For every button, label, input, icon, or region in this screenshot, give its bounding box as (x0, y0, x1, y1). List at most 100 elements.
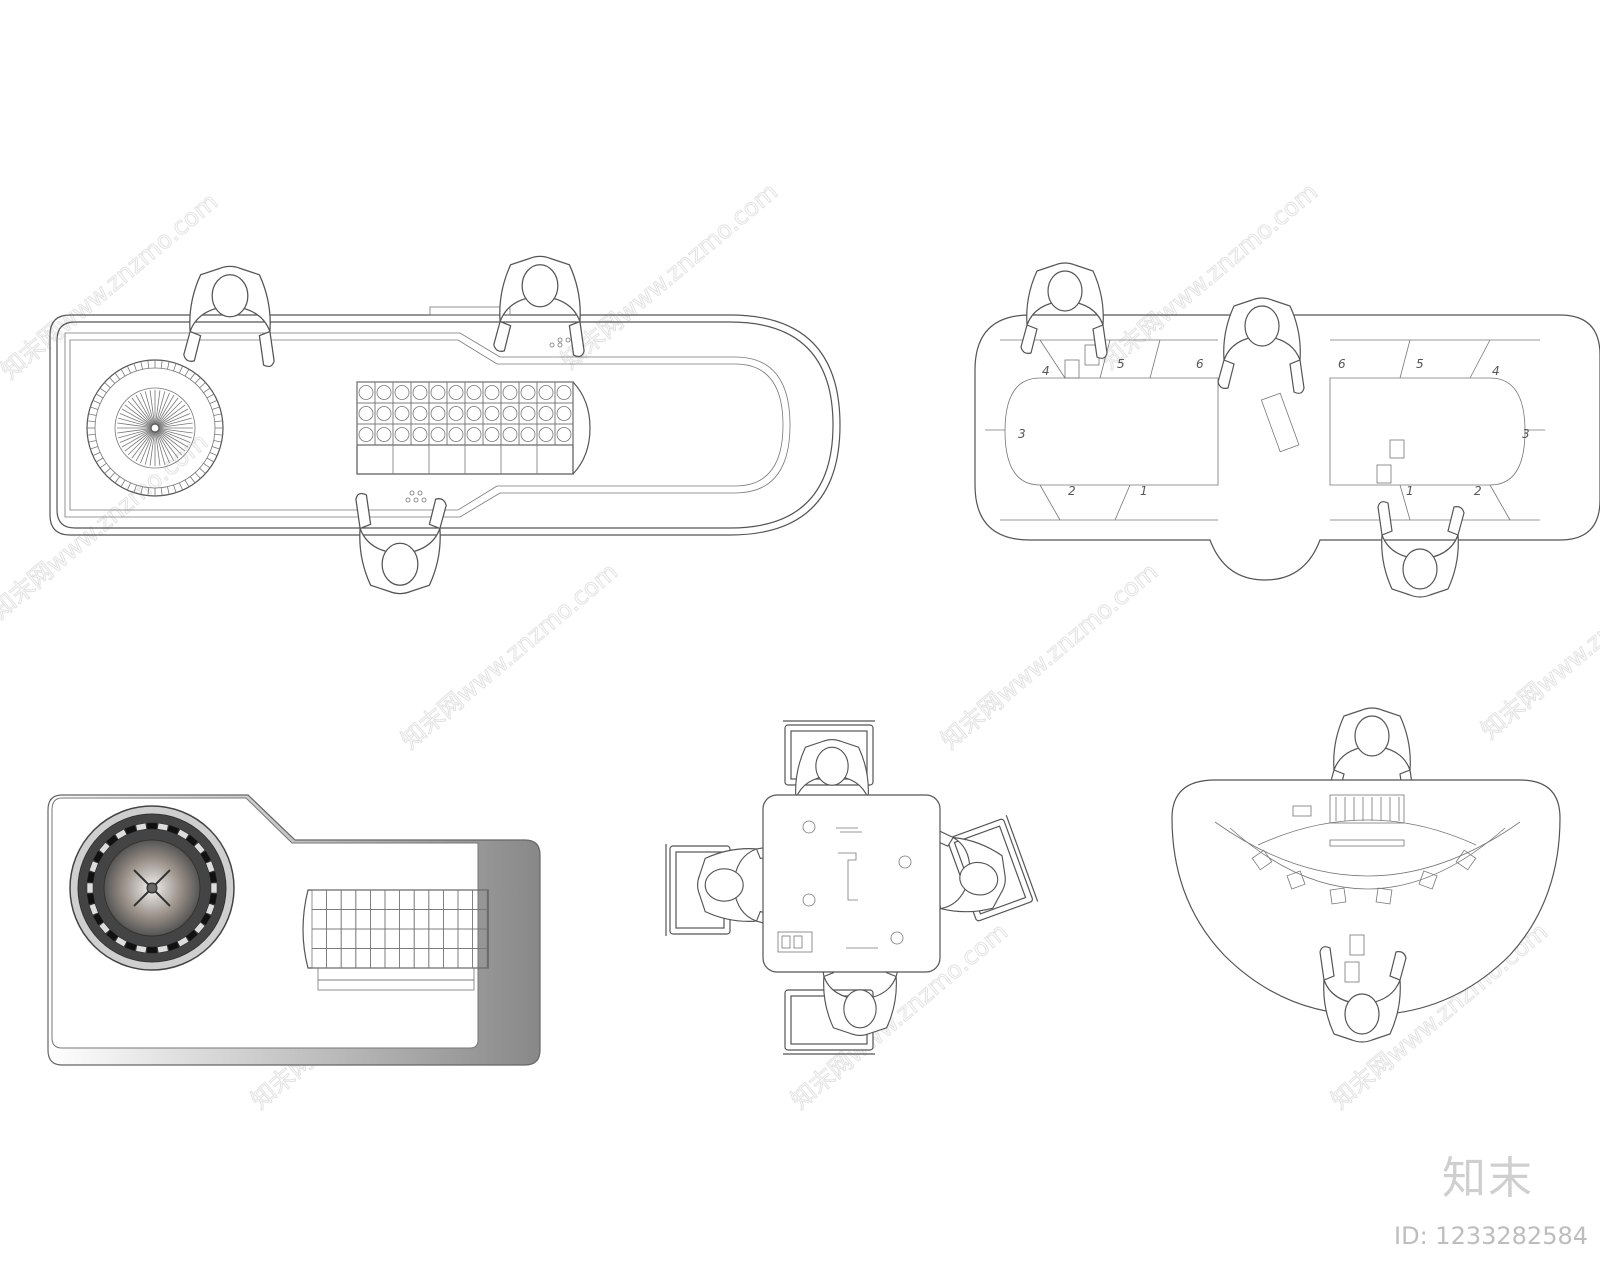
bet-spot (448, 427, 464, 442)
wheel-pocket (124, 824, 137, 835)
seat-number: 6 (1196, 357, 1204, 371)
wheel-pocket (86, 871, 96, 883)
wheel-tick (90, 406, 99, 410)
wheel-pocket (86, 893, 96, 905)
wheel-tick (104, 382, 111, 389)
seat-number: 5 (1416, 357, 1424, 371)
wheel-pocket (176, 936, 190, 948)
wheel-tick (189, 372, 196, 380)
wheel-spoke (127, 427, 156, 456)
shaded-roulette-table (47, 794, 541, 1066)
wheel-pocket (208, 893, 218, 905)
watermark-text: 知末网www.znzmo.com (396, 558, 623, 755)
wheel-spoke (154, 427, 170, 464)
wheel-spoke (154, 427, 186, 452)
seat-number: 6 (1338, 357, 1346, 371)
roulette-wheel (86, 359, 224, 497)
table-items (777, 820, 912, 953)
bet-spot (538, 406, 554, 421)
wheel-spoke (131, 397, 156, 429)
wheel-spoke (154, 404, 186, 429)
seat-number: 2 (1068, 484, 1076, 498)
wheel-pocket (106, 929, 119, 942)
bet-spot (556, 427, 572, 442)
wheel-pocket (88, 903, 99, 916)
wheel-spoke (154, 391, 166, 429)
watermark-text: 知末网www.znzmo.com (0, 428, 213, 625)
wheel-tick (199, 467, 206, 474)
wheel-pocket (135, 944, 147, 954)
seat-number: 1 (1406, 484, 1414, 498)
betting-layout (356, 381, 591, 475)
bet-spot (556, 385, 572, 400)
wheel-tick (109, 472, 116, 479)
wheel-spoke (154, 392, 170, 429)
wheel-tick (90, 446, 99, 450)
wheel-spoke (119, 413, 156, 429)
wheel-tick (87, 433, 96, 436)
bet-box (1375, 887, 1393, 905)
bet-spot (502, 427, 518, 442)
wheel-spoke (124, 404, 156, 429)
wheel-tick (203, 462, 211, 469)
wheel-pocket (193, 842, 206, 855)
bet-spot (430, 427, 446, 442)
card-shoe (1064, 344, 1405, 484)
wheel-pocket (106, 834, 119, 847)
wheel-spoke (154, 427, 183, 456)
bet-spot (484, 385, 500, 400)
seat-number: 4 (1492, 364, 1500, 378)
bet-spot (538, 385, 554, 400)
wheel-spoke (135, 427, 156, 462)
wheel-pocket (98, 842, 111, 855)
wheel-spoke (154, 427, 179, 459)
wheel-pocket (167, 824, 180, 835)
wheel-tick (92, 399, 101, 404)
bet-cell (472, 948, 488, 969)
bet-spot (394, 427, 410, 442)
wheel-spoke (144, 427, 156, 465)
wheel-spoke (154, 427, 189, 448)
bet-spot (466, 406, 482, 421)
wheel-spoke (127, 400, 156, 429)
bet-spot (394, 385, 410, 400)
wheel-spoke (135, 394, 156, 429)
wheel-tick (126, 482, 131, 491)
wheel-spoke (118, 427, 156, 439)
brand-watermark: 知末 (1442, 1153, 1534, 1204)
bet-cell (554, 423, 574, 446)
wheel-tick (88, 413, 97, 416)
wheel-spoke (154, 427, 193, 434)
bet-spot (538, 427, 554, 442)
wheel-tick (133, 484, 137, 493)
bet-spot (376, 427, 392, 442)
bet-spot (394, 406, 410, 421)
seat-number: 1 (1140, 484, 1148, 498)
wheel-spoke (154, 413, 191, 429)
bet-spot (502, 406, 518, 421)
wheel-tick (114, 372, 121, 380)
square-card-table (665, 720, 1039, 1055)
wheel-pocket (157, 944, 169, 954)
wheel-pocket (98, 921, 111, 934)
wheel-pocket (200, 850, 212, 864)
wheel-pocket (157, 822, 169, 832)
watermark-text: 知末网www.znzmo.com (556, 178, 783, 375)
wheel-spoke (149, 427, 156, 466)
wheel-tick (199, 382, 206, 389)
bet-spot (556, 406, 572, 421)
seat-number: 4 (1042, 364, 1050, 378)
seat-number: 2 (1474, 484, 1482, 498)
wheel-pocket (146, 946, 158, 954)
wheel-tick (184, 479, 190, 488)
wheel-tick (126, 365, 131, 374)
image-id-label: ID: 1233282584 (1394, 1222, 1588, 1250)
long-roulette-table (49, 255, 841, 595)
wheel-spoke (121, 427, 156, 448)
bet-spot (520, 406, 536, 421)
wheel-tick (147, 487, 150, 496)
bet-spot (358, 406, 374, 421)
wheel-tick (147, 360, 150, 369)
wheel-tick (92, 452, 101, 457)
wheel-tick (206, 393, 215, 399)
